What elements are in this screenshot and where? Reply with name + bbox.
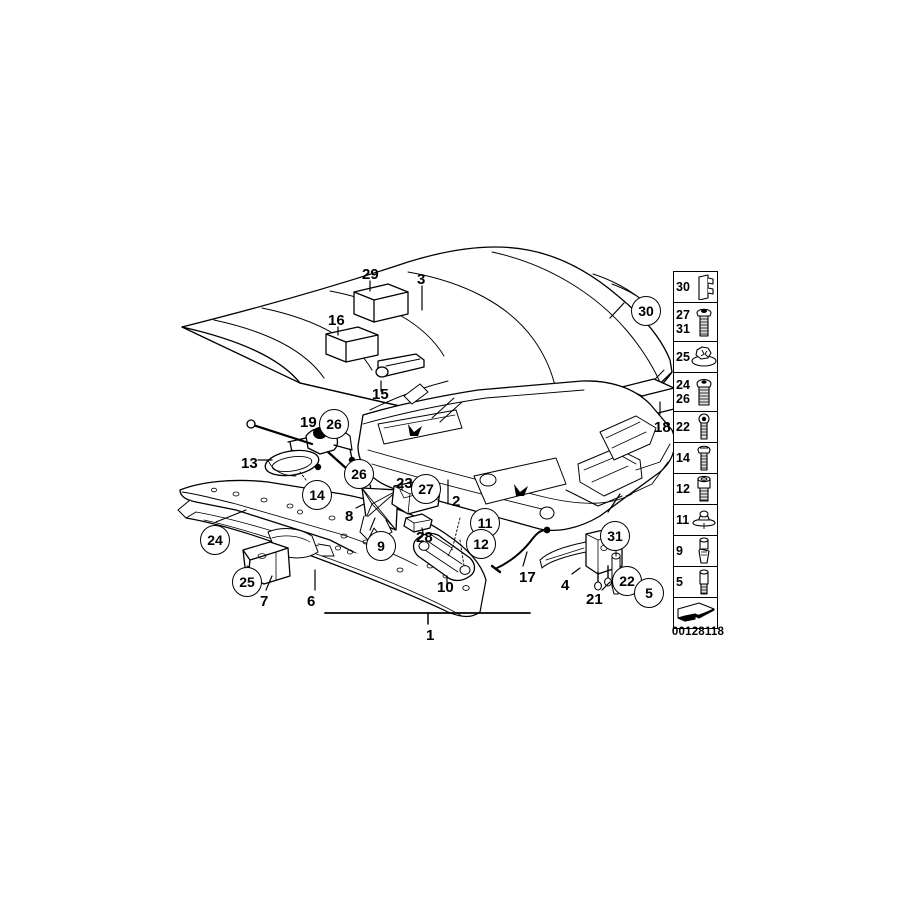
direction-arrow-icon — [674, 598, 717, 628]
legend-number: 11 — [676, 513, 690, 527]
bubble-26b: 26 — [344, 459, 374, 489]
round-head-bolt-icon — [691, 373, 717, 411]
part-15-latch — [375, 353, 425, 378]
legend-row-11: 11 — [674, 505, 717, 536]
socket-screw-icon — [691, 412, 717, 442]
leader-14 — [299, 471, 307, 481]
label-3: 3 — [417, 271, 426, 288]
leader-17 — [522, 551, 528, 567]
legend-number: 25 — [676, 350, 690, 364]
legend-row-30: 30 — [674, 272, 717, 303]
leader-7 — [265, 575, 273, 591]
legend-row-12: 12 — [674, 474, 717, 505]
bubble-24: 24 — [200, 525, 230, 555]
bubble-25: 25 — [232, 567, 262, 597]
leader-4 — [571, 567, 581, 575]
label-7: 7 — [260, 593, 269, 610]
label-16: 16 — [328, 312, 345, 329]
legend-numbers: 25 — [674, 350, 691, 364]
bubble-5: 5 — [634, 578, 664, 608]
hex-socket-bolt-icon — [691, 474, 717, 504]
label-28: 28 — [416, 529, 433, 546]
legend-row-9: 9 — [674, 536, 717, 567]
legend-numbers: 22 — [674, 420, 691, 434]
legend-numbers: 9 — [674, 544, 691, 558]
legend-numbers: 5 — [674, 575, 691, 589]
part-28-clip — [403, 513, 433, 533]
legend-numbers: 14 — [674, 451, 691, 465]
legend-number: 22 — [676, 420, 690, 434]
legend-number: 14 — [676, 451, 690, 465]
leader-30 — [609, 302, 625, 319]
part-1-assembly-bracket — [324, 612, 531, 625]
legend-numbers: 24 26 — [674, 378, 691, 406]
hardware-legend-table: 30 27 31 — [673, 271, 718, 629]
clip-bracket-icon — [691, 272, 717, 302]
part-16-block — [325, 326, 379, 363]
part-17-cable — [490, 526, 551, 574]
label-10: 10 — [437, 579, 454, 596]
legend-row-24-26: 24 26 — [674, 373, 717, 412]
legend-numbers: 27 31 — [674, 308, 691, 336]
label-23: 23 — [396, 475, 413, 492]
bubble-31: 31 — [600, 521, 630, 551]
legend-row-22: 22 — [674, 412, 717, 443]
part-29-block — [353, 283, 409, 323]
label-13: 13 — [241, 455, 258, 472]
bubble-26a: 26 — [319, 409, 349, 439]
legend-number: 24 — [676, 378, 690, 392]
plastic-stud-icon — [691, 536, 717, 566]
label-1: 1 — [426, 627, 435, 644]
bubble-9: 9 — [366, 531, 396, 561]
leader-31 — [607, 493, 621, 513]
bubble-14: 14 — [302, 480, 332, 510]
bubble-27: 27 — [411, 474, 441, 504]
legend-numbers: 11 — [674, 513, 691, 527]
oval-head-screw-icon — [691, 443, 717, 473]
legend-number: 27 — [676, 308, 690, 322]
legend-number: 12 — [676, 482, 690, 496]
legend-row-25: 25 — [674, 342, 717, 373]
panel-top-trim — [369, 380, 463, 423]
expanding-rivet-icon — [691, 505, 717, 535]
label-8: 8 — [345, 508, 354, 525]
legend-row-14: 14 — [674, 443, 717, 474]
label-29: 29 — [362, 266, 379, 283]
label-19: 19 — [300, 414, 317, 431]
flange-nut-icon — [691, 342, 717, 372]
legend-row-5: 5 — [674, 567, 717, 598]
leader-24 — [215, 509, 247, 523]
label-6: 6 — [307, 593, 316, 610]
leader-12 — [459, 539, 465, 567]
legend-numbers: 30 — [674, 280, 691, 294]
label-18: 18 — [654, 419, 671, 436]
label-17: 17 — [519, 569, 536, 586]
pan-head-screw-icon — [691, 303, 717, 341]
diagram-part-number: 00128118 — [671, 626, 725, 638]
leader-8 — [355, 503, 365, 509]
label-4: 4 — [561, 577, 570, 594]
legend-number: 5 — [676, 575, 683, 589]
leader-21 — [601, 581, 611, 591]
part-13-grommet — [264, 449, 320, 477]
legend-numbers: 12 — [674, 482, 691, 496]
leader-11 — [451, 517, 461, 551]
legend-number: 9 — [676, 544, 683, 558]
legend-row-27-31: 27 31 — [674, 303, 717, 342]
legend-number: 31 — [676, 322, 690, 336]
label-15: 15 — [372, 386, 389, 403]
part-10-handle — [412, 532, 476, 582]
bubble-30: 30 — [631, 296, 661, 326]
legend-number: 26 — [676, 392, 690, 406]
shoulder-bolt-icon — [691, 567, 717, 597]
legend-number: 30 — [676, 280, 690, 294]
label-21: 21 — [586, 591, 603, 608]
label-2: 2 — [452, 493, 461, 510]
legend-row-arrow — [674, 598, 717, 629]
bubble-12: 12 — [466, 529, 496, 559]
leader-9 — [369, 517, 376, 531]
